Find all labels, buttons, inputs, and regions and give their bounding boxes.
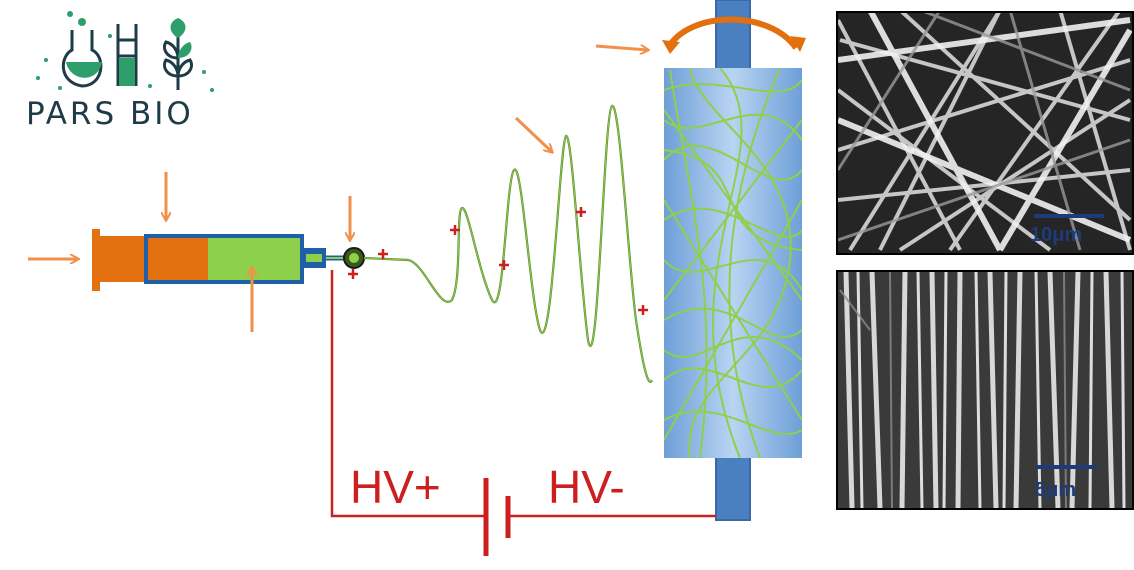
- charge-plus-1: [378, 249, 388, 259]
- collector-arrow: [595, 46, 648, 50]
- charge-plus-3: [450, 225, 460, 235]
- lab-flask-logo-icon: [62, 11, 103, 88]
- plunger: [100, 236, 210, 282]
- polymer-jet: [363, 104, 654, 383]
- charge-plus-6: [638, 305, 648, 315]
- logo: [36, 11, 214, 92]
- jet-arrow: [514, 116, 552, 152]
- scale-label-5um: 5μm: [1035, 479, 1077, 501]
- plunger-flange: [92, 229, 100, 291]
- charge-plus-4: [499, 260, 509, 270]
- rotating-collector: [662, 0, 806, 521]
- charge-plus-2: [348, 269, 358, 279]
- syringe: [92, 229, 344, 291]
- collected-fibers: [664, 68, 802, 458]
- plant-logo-icon: [163, 18, 193, 90]
- collector-shaft-top: [715, 0, 751, 73]
- high-voltage-circuit: [330, 270, 716, 556]
- hv-negative-label: HV-: [548, 461, 625, 513]
- sem-image-aligned-fibers: [836, 270, 1134, 510]
- polymer-solution: [208, 236, 302, 282]
- positive-wire: [330, 270, 484, 518]
- charge-markers: [348, 207, 648, 315]
- logo-text: PARS BIO: [26, 96, 194, 132]
- logo-dots-decoration: [36, 34, 214, 92]
- scale-label-10um: 10μm: [1030, 224, 1083, 246]
- charge-plus-5: [576, 207, 586, 217]
- ladder-logo-icon: [116, 24, 138, 86]
- collector-shaft-bottom: [715, 451, 751, 521]
- hv-positive-label: HV+: [350, 461, 441, 513]
- sem-image-random-fibers: [836, 11, 1134, 255]
- rotation-arrow: [665, 16, 799, 50]
